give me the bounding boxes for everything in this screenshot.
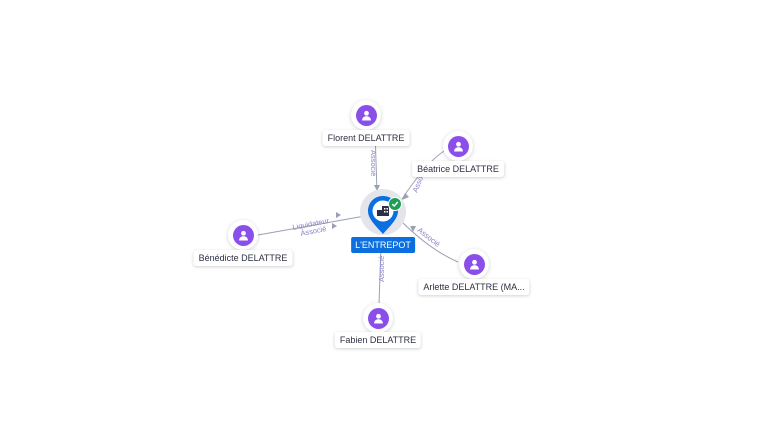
person-icon [447, 135, 469, 157]
person-icon [463, 253, 485, 275]
edge-fabien [378, 245, 382, 305]
person-label-arlette[interactable]: Arlette DELATTRE (MA... [418, 279, 530, 295]
edge-florent-label: Associé [369, 150, 378, 176]
person-label-beatrice[interactable]: Béatrice DELATTRE [412, 161, 504, 177]
verified-check-icon [388, 197, 402, 211]
edge-fabien-label: Associé [377, 256, 386, 282]
person-node-arlette[interactable] [459, 249, 489, 279]
person-node-fabien[interactable] [363, 303, 393, 333]
company-building-icon [377, 206, 389, 216]
person-label-benedicte[interactable]: Bénédicte DELATTRE [193, 250, 293, 266]
edge-florent-arrow [374, 185, 380, 191]
person-node-florent[interactable] [351, 100, 381, 130]
person-node-beatrice[interactable] [443, 131, 473, 161]
person-icon [367, 307, 389, 329]
edge-benedicte-arrow-top [336, 212, 341, 218]
person-icon [355, 104, 377, 126]
company-label[interactable]: L'ENTREPOT [351, 237, 415, 253]
edge-arlette [399, 219, 459, 263]
person-node-benedicte[interactable] [228, 220, 258, 250]
person-icon [232, 224, 254, 246]
person-label-florent[interactable]: Florent DELATTRE [322, 130, 410, 146]
edge-arlette-arrow [410, 226, 416, 232]
person-label-fabien[interactable]: Fabien DELATTRE [334, 332, 422, 348]
edge-benedicte-arrow-bottom [332, 223, 337, 229]
edge-beatrice-arrow [402, 193, 409, 200]
edge-benedicte [257, 215, 366, 236]
